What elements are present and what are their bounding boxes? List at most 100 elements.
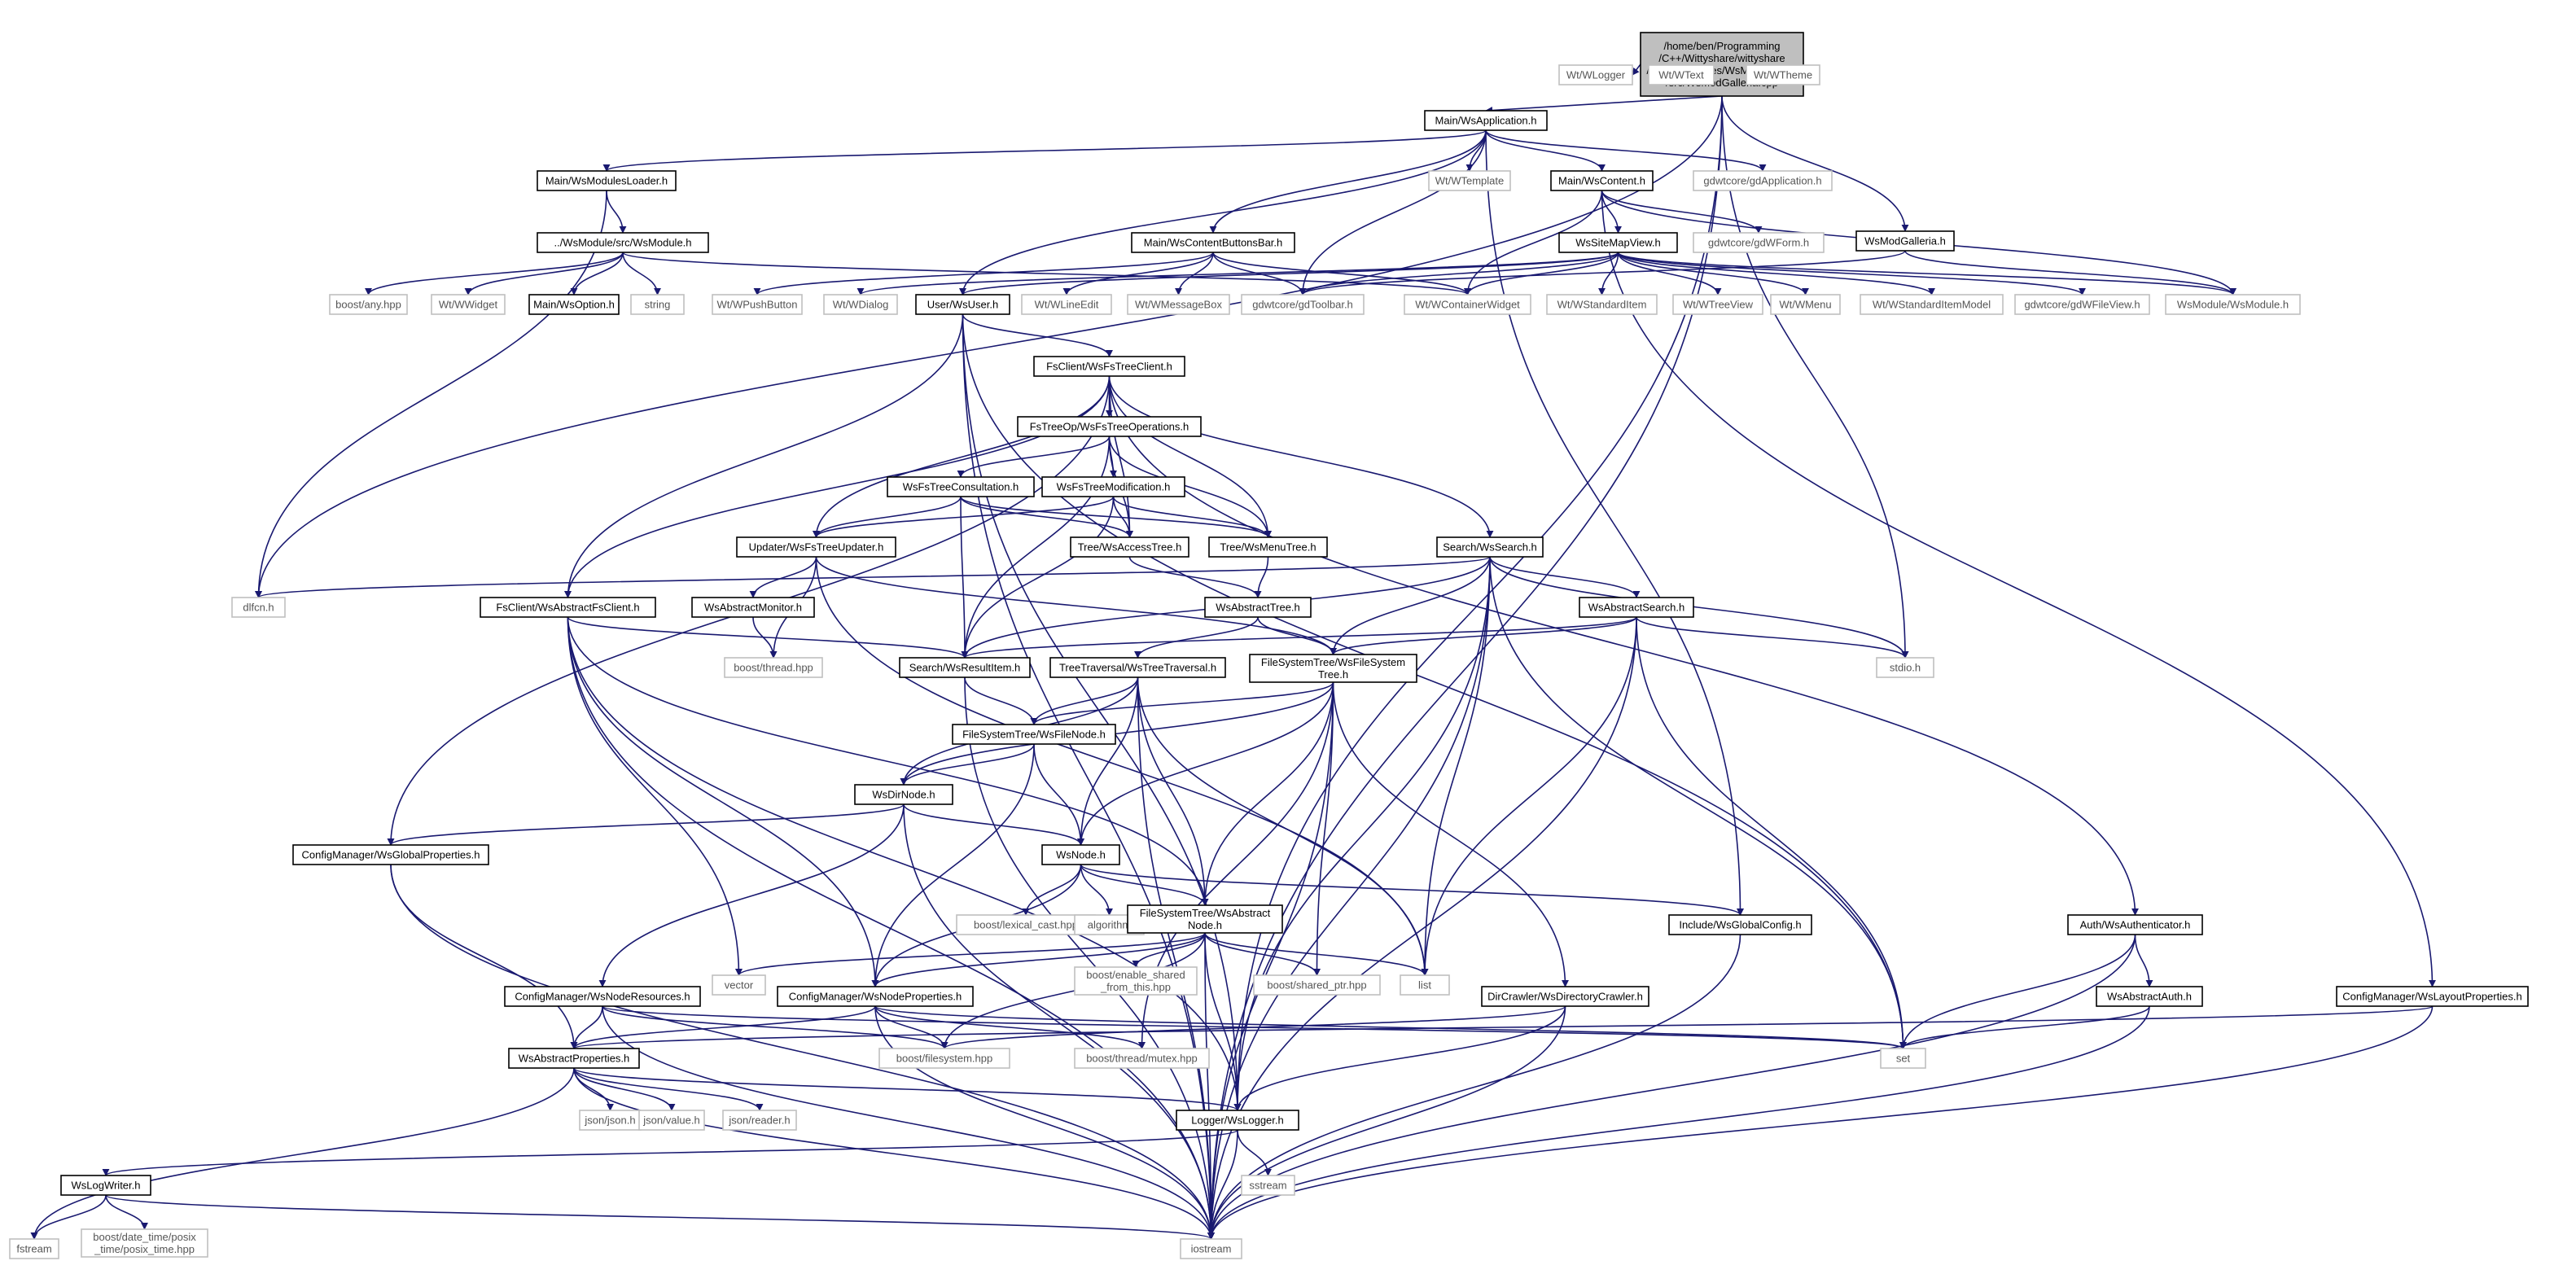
node-absfsclient[interactable]: FsClient/WsAbstractFsClient.h [480, 597, 656, 618]
node-wsuser[interactable]: User/WsUser.h [915, 294, 1010, 315]
node-authenticator[interactable]: Auth/WsAuthenticator.h [2067, 914, 2203, 935]
node-fstreeops[interactable]: FsTreeOp/WsFsTreeOperations.h [1017, 416, 1202, 437]
node-box [1693, 170, 1833, 191]
node-nodeprops[interactable]: ConfigManager/WsNodeProperties.h [777, 986, 974, 1007]
node-posix[interactable]: boost/date_time/posix_time/posix_time.hp… [81, 1228, 208, 1258]
edge-absnode-to-enableshared [1132, 932, 1206, 968]
node-fstreeclient[interactable]: FsClient/WsFsTreeClient.h [1033, 356, 1185, 377]
node-wcontainer[interactable]: Wt/WContainerWidget [1404, 294, 1531, 315]
node-wstditem[interactable]: Wt/WStandardItem [1546, 294, 1658, 315]
node-box [480, 597, 656, 618]
node-wstdmodel[interactable]: Wt/WStandardItemModel [1860, 294, 2004, 315]
edge-abssearch-to-stdio [1636, 616, 1909, 659]
node-wlineedit[interactable]: Wt/WLineEdit [1021, 294, 1112, 315]
node-absmonitor[interactable]: WsAbstractMonitor.h [691, 597, 815, 618]
node-gdform[interactable]: gdwtcore/gdWForm.h [1693, 232, 1825, 253]
node-accesstree[interactable]: Tree/WsAccessTree.h [1070, 536, 1189, 558]
node-dircrawler[interactable]: DirCrawler/WsDirectoryCrawler.h [1481, 986, 1649, 1007]
edge-treetrav-to-filenode [1030, 676, 1139, 725]
node-dlfcn[interactable]: dlfcn.h [231, 597, 286, 618]
node-box [1668, 914, 1812, 935]
node-gdfileview[interactable]: gdwtcore/gdWFileView.h [2014, 294, 2150, 315]
edge-abssearch-to-resultitem [961, 616, 1637, 659]
node-layoutprops[interactable]: ConfigManager/WsLayoutProperties.h [2336, 986, 2529, 1007]
edge-wslogger-to-iostream [1207, 1129, 1238, 1240]
node-box [1672, 294, 1763, 315]
node-vector[interactable]: vector [712, 974, 766, 996]
node-menutree[interactable]: Tree/WsMenuTree.h [1208, 536, 1328, 558]
node-jsonjson[interactable]: json/json.h [579, 1110, 642, 1131]
node-absauth[interactable]: WsAbstractAuth.h [2096, 986, 2203, 1007]
node-cbbar[interactable]: Main/WsContentButtonsBar.h [1131, 232, 1295, 253]
node-gdtoolbar[interactable]: gdwtcore/gdToolbar.h [1241, 294, 1365, 315]
node-wpush[interactable]: Wt/WPushButton [712, 294, 803, 315]
node-wmenu[interactable]: Wt/WMenu [1770, 294, 1841, 315]
node-wtext[interactable]: Wt/WText [1648, 64, 1715, 85]
node-wslogger[interactable]: Logger/WsLogger.h [1176, 1110, 1299, 1131]
node-wtheme[interactable]: Wt/WTheme [1746, 64, 1820, 85]
node-gdapp[interactable]: gdwtcore/gdApplication.h [1693, 170, 1833, 191]
node-boostthread[interactable]: boost/thread.hpp [724, 657, 823, 678]
node-sharedptr[interactable]: boost/shared_ptr.hpp [1253, 974, 1381, 996]
node-wtemplate[interactable]: Wt/WTemplate [1428, 170, 1511, 191]
node-box [1180, 1238, 1242, 1259]
node-wsmodule[interactable]: ../WsModule/src/WsModule.h [537, 232, 709, 253]
node-globalconfig[interactable]: Include/WsGlobalConfig.h [1668, 914, 1812, 935]
node-noderes[interactable]: ConfigManager/WsNodeResources.h [504, 986, 701, 1007]
edge-wsnode-to-lexical [1022, 864, 1082, 916]
edge-filenode-to-wsnode [1033, 743, 1084, 846]
node-logwriter[interactable]: WsLogWriter.h [60, 1175, 151, 1196]
node-string[interactable]: string [630, 294, 685, 315]
edge-wsnode-to-globalconfig [1080, 864, 1744, 916]
node-wlogger[interactable]: Wt/WLogger [1558, 64, 1633, 85]
node-filesystem[interactable]: boost/filesystem.hpp [878, 1048, 1010, 1069]
node-modloader[interactable]: Main/WsModulesLoader.h [537, 170, 677, 191]
edge-modloader-to-wsmodule [606, 190, 627, 234]
node-filenode[interactable]: FileSystemTree/WsFileNode.h [952, 724, 1116, 745]
node-box [537, 232, 709, 253]
node-enableshared[interactable]: boost/enable_shared_from_this.hpp [1074, 966, 1198, 996]
node-dirnode[interactable]: WsDirNode.h [854, 784, 953, 805]
node-wwidget[interactable]: Wt/WWidget [431, 294, 506, 315]
edge-absnode-to-sharedptr [1204, 932, 1321, 976]
edge-wssearch-to-abssearch [1489, 556, 1641, 598]
node-box [1017, 416, 1202, 437]
node-iostream[interactable]: iostream [1180, 1238, 1242, 1259]
edge-fstreeclient-to-wssearch [1108, 375, 1494, 538]
node-box [1746, 64, 1820, 85]
node-set[interactable]: set [1880, 1048, 1926, 1069]
node-wssearch[interactable]: Search/WsSearch.h [1436, 536, 1544, 558]
node-wsmodgal[interactable]: WsModGalleria.h [1855, 230, 1955, 252]
node-consult[interactable]: WsFsTreeConsultation.h [887, 476, 1035, 497]
node-wtreeview[interactable]: Wt/WTreeView [1672, 294, 1763, 315]
node-wsoption[interactable]: Main/WsOption.h [528, 294, 620, 315]
node-mutex[interactable]: boost/thread/mutex.hpp [1074, 1048, 1210, 1069]
node-abstree[interactable]: WsAbstractTree.h [1204, 597, 1312, 618]
node-stdio[interactable]: stdio.h [1876, 657, 1934, 678]
node-globalprops[interactable]: ConfigManager/WsGlobalProperties.h [292, 844, 489, 865]
node-list[interactable]: list [1400, 974, 1450, 996]
node-wmsgbox[interactable]: Wt/WMessageBox [1127, 294, 1230, 315]
node-updater[interactable]: Updater/WsFsTreeUpdater.h [736, 536, 896, 558]
node-wsmodmodule[interactable]: WsModule/WsModule.h [2165, 294, 2301, 315]
node-sitemap[interactable]: WsSiteMapView.h [1558, 232, 1678, 253]
node-abssearch[interactable]: WsAbstractSearch.h [1579, 597, 1694, 618]
node-boostany[interactable]: boost/any.hpp [329, 294, 408, 315]
node-modif[interactable]: WsFsTreeModification.h [1041, 476, 1185, 497]
node-treetrav[interactable]: TreeTraversal/WsTreeTraversal.h [1049, 657, 1226, 678]
node-root[interactable]: /home/ben/Programming/C++/Wittyshare/wit… [1640, 32, 1804, 97]
node-sstream[interactable]: sstream [1241, 1175, 1295, 1196]
node-jsonvalue[interactable]: json/value.h [638, 1110, 705, 1131]
node-absprops[interactable]: WsAbstractProperties.h [508, 1048, 640, 1069]
node-box [1481, 986, 1649, 1007]
node-jsonreader[interactable]: json/reader.h [722, 1110, 797, 1131]
node-fstream[interactable]: fstream [9, 1238, 59, 1259]
node-wdialog[interactable]: Wt/WDialog [823, 294, 898, 315]
node-wscontent[interactable]: Main/WsContent.h [1550, 170, 1654, 191]
node-label: Wt/WContainerWidget [1415, 299, 1520, 311]
node-resultitem[interactable]: Search/WsResultItem.h [899, 657, 1031, 678]
node-wsapp[interactable]: Main/WsApplication.h [1424, 110, 1548, 131]
node-wsnode[interactable]: WsNode.h [1041, 844, 1120, 865]
